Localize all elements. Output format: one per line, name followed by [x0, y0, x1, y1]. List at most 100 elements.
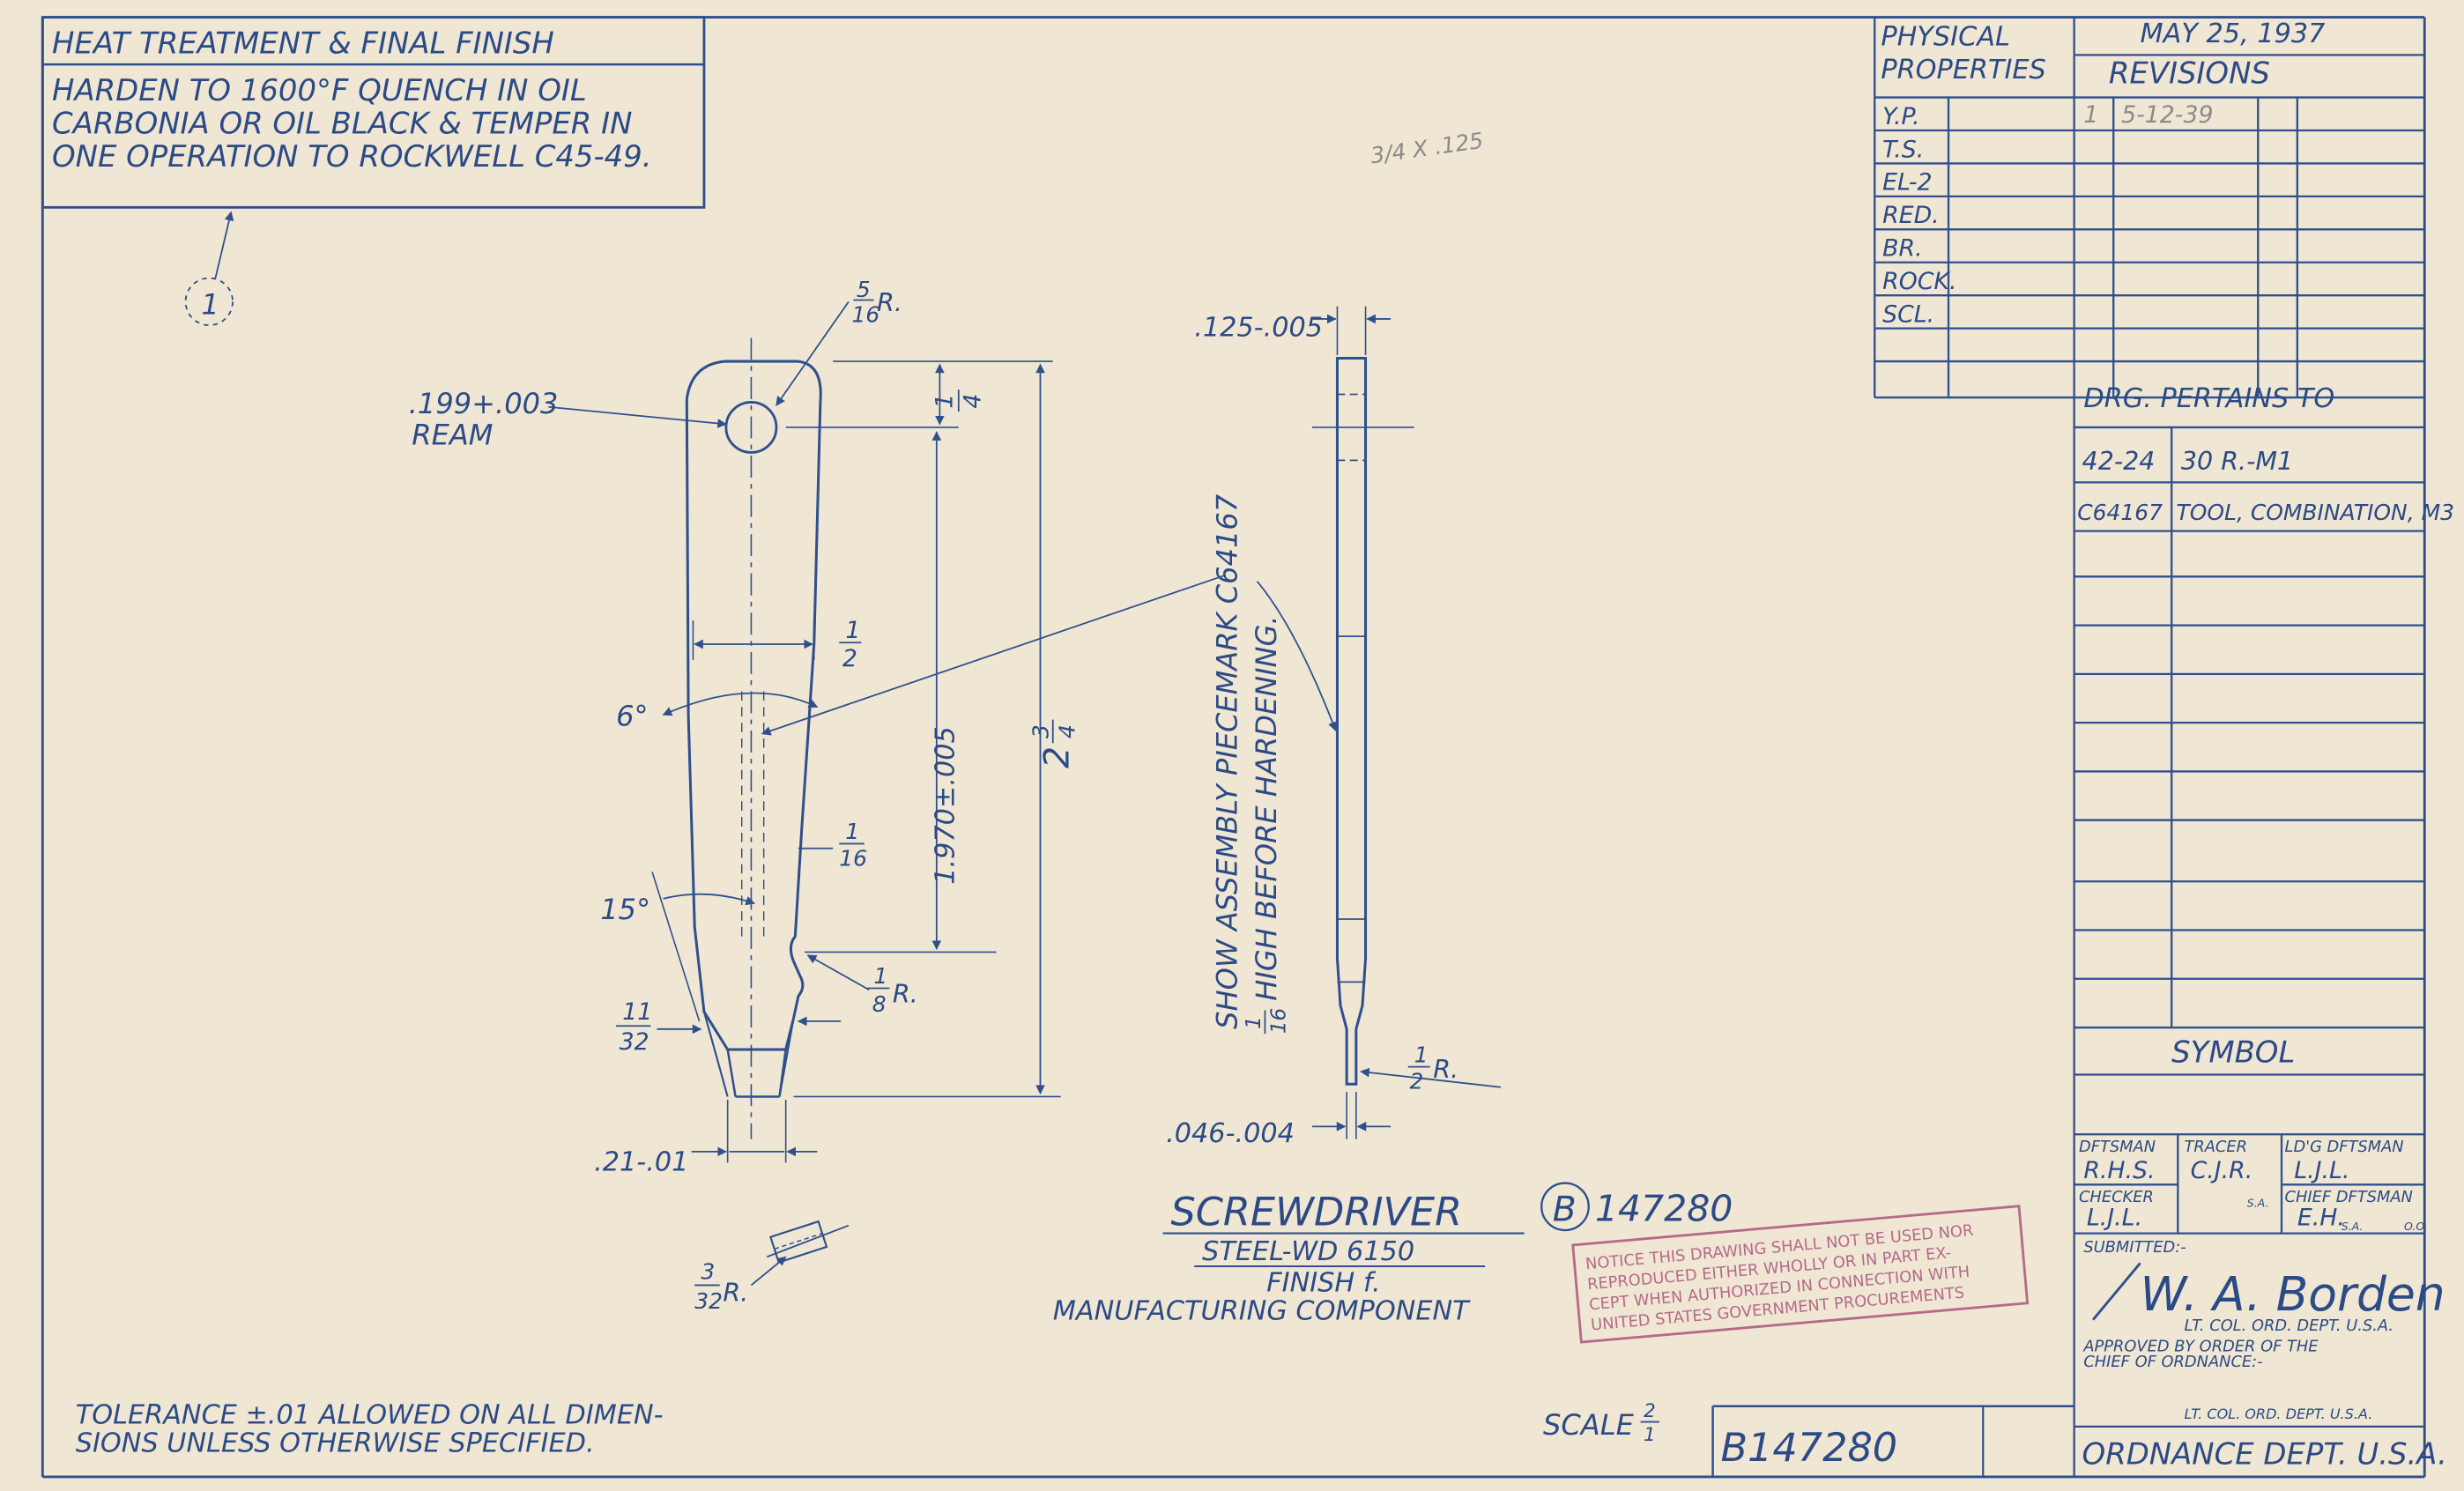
dim-total-whole: 2 [1038, 746, 1078, 768]
heat-treatment-line-3: ONE OPERATION TO ROCKWELL C45-49. [52, 139, 652, 174]
mark-chief: S.A. [2342, 1220, 2364, 1233]
dim-half-den: 2 [842, 645, 857, 672]
dim-blade-tip: .046-.004 [1166, 1118, 1295, 1149]
dim-len-1970: 1.970±.005 [930, 726, 961, 885]
pertains-table: DRG. PERTAINS TO 42-24 30 R.-M1 C64167 T… [2073, 383, 2454, 1477]
dim-sixteenth-num: 1 [845, 819, 859, 844]
dim-radius-332-suffix: R. [723, 1278, 748, 1307]
size-letter: B [1553, 1190, 1577, 1229]
pertains-title: DRG. PERTAINS TO [2083, 383, 2334, 414]
revision-entry-mark: 1 [2083, 101, 2098, 129]
signoff-checker: CHECKER [2079, 1188, 2154, 1206]
initials-checker: L.J.L. [2087, 1205, 2142, 1232]
drawing-number-box: B147280 [1711, 1405, 2074, 1477]
title-block: SCREWDRIVER B 147280 STEEL-WD 6150 FINIS… [1053, 1182, 1733, 1327]
initials-draftsman: R.H.S. [2083, 1157, 2155, 1184]
piecemark-line-2: HIGH BEFORE HARDENING. [1250, 615, 1283, 1000]
prop-row-br: BR. [1882, 235, 1922, 263]
front-view-dimensions: .199+.003 REAM 5 16 R. 1 4 1 2 6° 1 16 1… [409, 277, 1080, 1177]
part-name: SCREWDRIVER [1170, 1190, 1462, 1235]
signoff-officer-1: LT. COL. ORD. DEPT. U.S.A. [2184, 1317, 2393, 1335]
dim-tip-num: 11 [622, 998, 652, 1026]
dim-half-r-den: 2 [1409, 1069, 1423, 1094]
tip-detail: 3 32 R. [694, 1220, 850, 1314]
screwdriver-front-view [685, 338, 822, 1139]
dim-angle-6: 6° [616, 700, 648, 733]
dim-half-r-suffix: R. [1433, 1055, 1458, 1084]
mark-corner: O.O. [2404, 1220, 2428, 1233]
scale-num: 2 [1644, 1400, 1656, 1422]
revision-balloon-number: 1 [201, 288, 219, 322]
part-type: MANUFACTURING COMPONENT [1053, 1296, 1471, 1327]
scale-label: SCALE [1543, 1408, 1635, 1442]
signoff-chief-draftsman: CHIEF DFTSMAN [2285, 1188, 2413, 1206]
dim-eighth-num: 1 [873, 963, 887, 989]
revisions-title: REVISIONS [2109, 56, 2270, 90]
physical-properties-title-1: PHYSICAL [1881, 22, 2009, 53]
prop-row-scl: SCL. [1882, 301, 1934, 329]
part-material: STEEL-WD 6150 [1202, 1236, 1414, 1267]
signoff-chief: CHIEF OF ORDNANCE:- [2083, 1353, 2262, 1371]
pertains-code-1: 42-24 [2082, 447, 2156, 476]
dim-half-num: 1 [845, 617, 860, 644]
physical-properties-title-2: PROPERTIES [1881, 55, 2045, 85]
part-finish: FINISH f. [1266, 1268, 1380, 1299]
pertains-desc-2: TOOL, COMBINATION, M3 [2177, 500, 2454, 525]
heat-treatment-title: HEAT TREATMENT & FINAL FINISH [52, 26, 554, 61]
dim-radius-top-num: 5 [857, 277, 871, 302]
dim-total-num: 3 [1028, 724, 1053, 738]
prop-row-el2: EL-2 [1882, 169, 1932, 197]
scale-note: SCALE 2 1 [1543, 1400, 1659, 1446]
heat-treatment-box: HEAT TREATMENT & FINAL FINISH HARDEN TO … [41, 16, 706, 209]
signoff-dept: ORDNANCE DEPT. U.S.A. [2082, 1437, 2447, 1472]
signoff-tracer: TRACER [2184, 1138, 2247, 1156]
heat-treatment-line-1: HARDEN TO 1600°F QUENCH IN OIL [52, 73, 587, 108]
drawing-number: B147280 [1720, 1425, 1897, 1471]
dim-total-den: 4 [1055, 724, 1080, 738]
dim-width-tip: .21-.01 [594, 1146, 688, 1177]
dim-tip-den: 32 [620, 1028, 649, 1056]
tolerance-line-1: TOLERANCE ±.01 ALLOWED ON ALL DIMEN- [76, 1399, 664, 1430]
physical-properties-table: PHYSICAL PROPERTIES Y.P. T.S. EL-2 RED. … [1874, 17, 2425, 399]
signoff-approved: APPROVED BY ORDER OF THE [2082, 1337, 2319, 1355]
dim-eighth-suffix: R. [893, 980, 918, 1009]
dim-radius-332-den: 32 [694, 1288, 723, 1314]
signoff-block: DFTSMAN TRACER LD'G DFTSMAN CHECKER CHIE… [2074, 1133, 2447, 1472]
scale-den: 1 [1644, 1424, 1656, 1446]
signoff-lds-draftsman: LD'G DFTSMAN [2285, 1138, 2404, 1156]
dim-ream: REAM [412, 419, 493, 452]
tolerance-line-2: SIONS UNLESS OTHERWISE SPECIFIED. [76, 1428, 595, 1458]
screwdriver-side-view [1311, 356, 1414, 1086]
heat-treatment-line-2: CARBONIA OR OIL BLACK & TEMPER IN [52, 107, 632, 141]
dim-radius-top-den: 16 [852, 302, 880, 328]
signoff-submitted: SUBMITTED:- [2083, 1238, 2186, 1257]
piecemark-note: SHOW ASSEMBLY PIECEMARK C64167 1 16 HIGH… [761, 493, 1338, 1034]
part-number: 147280 [1595, 1187, 1733, 1229]
revisions-date: MAY 25, 1937 [2141, 19, 2326, 49]
piecemark-den: 16 [1267, 1008, 1291, 1034]
piecemark-num: 1 [1242, 1016, 1265, 1029]
dim-radius-332-num: 3 [701, 1258, 715, 1284]
mark-tracer: S.A. [2247, 1196, 2269, 1209]
prop-row-rock: ROCK. [1882, 268, 1956, 295]
piecemark-line-1: SHOW ASSEMBLY PIECEMARK C64167 [1210, 493, 1243, 1029]
dim-quarter-den: 4 [960, 394, 987, 409]
dim-hole-dia: .199+.003 [409, 387, 559, 420]
pertains-code-2: C64167 [2077, 500, 2163, 525]
initials-lds-draftsman: L.J.L. [2294, 1157, 2349, 1184]
signature: W. A. Borden [2141, 1266, 2445, 1322]
prop-row-ts: T.S. [1882, 136, 1924, 163]
dim-angle-15: 15° [600, 893, 650, 926]
signoff-draftsman: DFTSMAN [2079, 1138, 2156, 1156]
dim-thickness: .125-.005 [1194, 313, 1323, 344]
initials-chief: E.H. [2297, 1205, 2345, 1232]
revision-entry-date: 5-12-39 [2121, 101, 2213, 129]
signoff-officer-2: LT. COL. ORD. DEPT. U.S.A. [2184, 1406, 2372, 1422]
pertains-desc-1: 30 R.-M1 [2181, 447, 2293, 476]
prop-row-yp: Y.P. [1882, 103, 1919, 130]
pencil-note: 3/4 X .125 [1369, 128, 1484, 169]
dim-half-r-num: 1 [1414, 1042, 1429, 1067]
dim-radius-top-suffix: R. [877, 288, 902, 317]
dim-eighth-den: 8 [872, 991, 887, 1017]
